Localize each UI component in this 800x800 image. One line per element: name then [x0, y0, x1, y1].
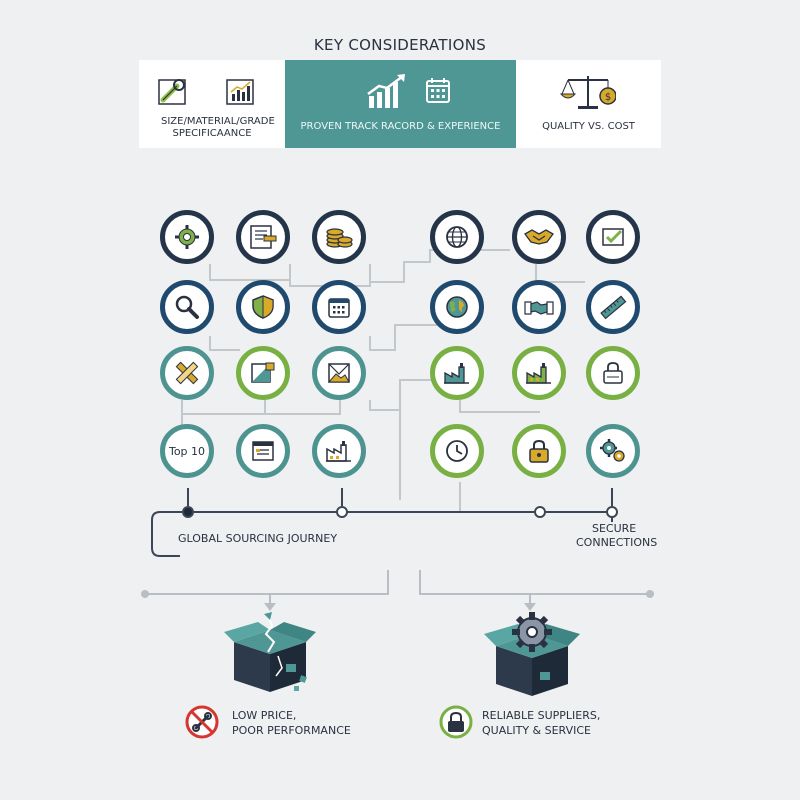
padlock-icon: [529, 439, 549, 463]
node-partnership[interactable]: [512, 210, 566, 264]
timeline-label-journey: GLOBAL SOURCING JOURNEY: [178, 532, 338, 545]
node-factory[interactable]: [312, 424, 366, 478]
node-agreement[interactable]: [512, 280, 566, 334]
lock-badge-icon: [439, 705, 473, 739]
handshake-icon: [524, 301, 554, 315]
timeline-label-secure-1: SECURE: [592, 522, 637, 535]
image-icon: [327, 363, 350, 383]
node-measure[interactable]: [160, 346, 214, 400]
outcome-bad-line1: LOW PRICE,: [232, 709, 297, 722]
outcome-good-line1: RELIABLE SUPPLIERS,: [482, 709, 601, 722]
node-gears[interactable]: [586, 424, 640, 478]
timeline-point-start: [182, 506, 194, 518]
node-factory-gold[interactable]: [512, 346, 566, 400]
factory-icon: [326, 441, 351, 462]
checkmark-icon: [602, 228, 624, 246]
clock-icon: [446, 440, 468, 462]
wrench-icon: [158, 79, 186, 105]
balance-scale-icon: $: [560, 76, 616, 109]
svg-text:$: $: [605, 92, 611, 103]
key-considerations-panel: SIZE/MATERIAL/GRADE SPECIFICAANCE PROVEN…: [139, 60, 661, 148]
node-schedule[interactable]: [312, 280, 366, 334]
blueprint-icon: [251, 362, 275, 383]
factory-icon: [526, 363, 551, 384]
timeline-point-mid: [336, 506, 348, 518]
calendar-icon: [328, 298, 350, 318]
shield-icon: [252, 295, 274, 319]
growth-chart-icon: [367, 74, 405, 108]
card-specification-label: SIZE/MATERIAL/GRADE SPECIFICAANCE: [161, 116, 275, 139]
timeline-label-secure-2: CONNECTIONS: [576, 536, 658, 549]
node-factory-teal[interactable]: [430, 346, 484, 400]
outcome-bad-line2: POOR PERFORMANCE: [232, 724, 351, 737]
node-top10[interactable]: Top 10: [160, 424, 214, 478]
node-settings[interactable]: [160, 210, 214, 264]
gear-box-icon: [484, 612, 580, 696]
globe-icon: [446, 226, 468, 248]
node-shield[interactable]: [236, 280, 290, 334]
ruler-pencil-icon: [175, 361, 199, 385]
broken-box-icon: [224, 612, 316, 692]
gear-icon: [175, 225, 199, 249]
node-world-map[interactable]: [430, 280, 484, 334]
node-secure-lock[interactable]: [586, 346, 640, 400]
coins-icon: [326, 228, 353, 248]
no-link-icon: [185, 705, 219, 739]
calendar-icon: [426, 78, 450, 103]
node-approval[interactable]: [586, 210, 640, 264]
lock-icon: [603, 362, 623, 384]
card-quality-cost[interactable]: $ QUALITY VS. COST: [516, 60, 661, 148]
outcome-good-line2: QUALITY & SERVICE: [482, 724, 591, 737]
handshake-icon: [524, 229, 554, 245]
node-document[interactable]: [236, 210, 290, 264]
node-report[interactable]: [236, 424, 290, 478]
node-ruler[interactable]: [586, 280, 640, 334]
search-icon: [175, 295, 199, 319]
gears-icon: [600, 439, 625, 462]
document-icon: [250, 225, 277, 249]
card-quality-cost-label: QUALITY VS. COST: [542, 121, 635, 132]
node-clock[interactable]: [430, 424, 484, 478]
top10-label: Top 10: [168, 444, 206, 458]
report-icon: [252, 441, 274, 461]
world-map-icon: [446, 296, 468, 318]
page-title: KEY CONSIDERATIONS: [313, 36, 487, 54]
node-blueprint[interactable]: [236, 346, 290, 400]
ruler-icon: [600, 295, 627, 320]
timeline-point-end: [606, 506, 618, 518]
node-search[interactable]: [160, 280, 214, 334]
factory-icon: [444, 363, 469, 384]
card-track-record-label: PROVEN TRACK RACORD & EXPERIENCE: [300, 121, 501, 132]
node-coins[interactable]: [312, 210, 366, 264]
card-track-record[interactable]: PROVEN TRACK RACORD & EXPERIENCE: [285, 60, 516, 148]
node-globe[interactable]: [430, 210, 484, 264]
card-specification[interactable]: SIZE/MATERIAL/GRADE SPECIFICAANCE: [139, 60, 285, 148]
node-padlock[interactable]: [512, 424, 566, 478]
bar-chart-icon: [226, 79, 254, 105]
timeline-point-secure: [534, 506, 546, 518]
node-image[interactable]: [312, 346, 366, 400]
